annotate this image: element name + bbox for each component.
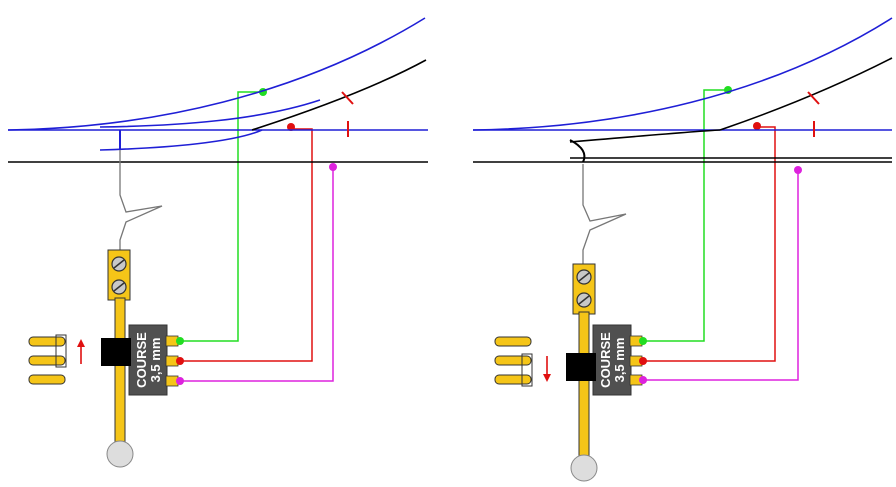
- panel-left: COURSE 3,5 mm: [7, 17, 428, 468]
- knob-left: [106, 440, 134, 468]
- switch-label-line2-left: 3,5 mm: [148, 338, 163, 383]
- switch-label-line1-left: COURSE: [134, 332, 149, 388]
- wire-green-left: [180, 88, 267, 342]
- wire-magenta-left: [180, 163, 337, 382]
- switch-slider-right: [566, 353, 596, 381]
- switch-blade-diverging-left: [99, 99, 321, 128]
- switch-pin-bottom-right: [629, 374, 647, 386]
- switch-pin-middle-left: [165, 355, 184, 367]
- screw-clamp-right: [572, 263, 596, 315]
- switch-label-line2-right: 3,5 mm: [612, 338, 627, 383]
- switch-pin-middle-right: [629, 355, 647, 367]
- arrow-down-icon: [543, 356, 551, 382]
- wire-red-left: [180, 123, 313, 362]
- switch-pin-top-left: [165, 335, 184, 347]
- switch-body-right: [592, 324, 632, 396]
- rail-diverging-inner-left: [251, 59, 427, 131]
- contact-bars-left: [28, 334, 67, 385]
- screw-icon: [576, 292, 592, 308]
- arrow-up-icon: [77, 339, 85, 364]
- rail-diverging-outer-right: [472, 17, 893, 131]
- spring-wire-left: [119, 150, 163, 252]
- contact-bars-right: [494, 336, 533, 387]
- screw-icon: [111, 279, 127, 295]
- screw-clamp-left: [107, 249, 131, 301]
- switch-body-left: [128, 324, 168, 396]
- spring-wire-right: [582, 164, 627, 266]
- switch-blade-closing-left: [99, 129, 263, 151]
- isolation-mark-diverging-right: [807, 91, 820, 105]
- rail-diverging-inner-right: [719, 57, 893, 131]
- switch-pin-top-right: [629, 335, 647, 347]
- throw-bar-right: [569, 139, 586, 163]
- switch-pin-bottom-left: [165, 375, 184, 387]
- screw-icon: [576, 269, 592, 285]
- knob-right: [570, 454, 598, 482]
- wire-green-right: [643, 86, 732, 342]
- actuator-rod-right: [578, 311, 590, 459]
- wire-red-right: [643, 122, 776, 362]
- isolation-mark-diverging-left: [341, 91, 354, 105]
- actuator-rod-left: [114, 297, 126, 449]
- wire-magenta-right: [643, 166, 802, 381]
- panel-right: COURSE 3,5 mm: [472, 17, 893, 482]
- rail-diverging-outer-left: [7, 17, 426, 131]
- switch-blade-straight-right: [569, 129, 721, 143]
- switch-slider-left: [101, 338, 131, 366]
- screw-icon: [111, 256, 127, 272]
- switch-label-line1-right: COURSE: [598, 332, 613, 388]
